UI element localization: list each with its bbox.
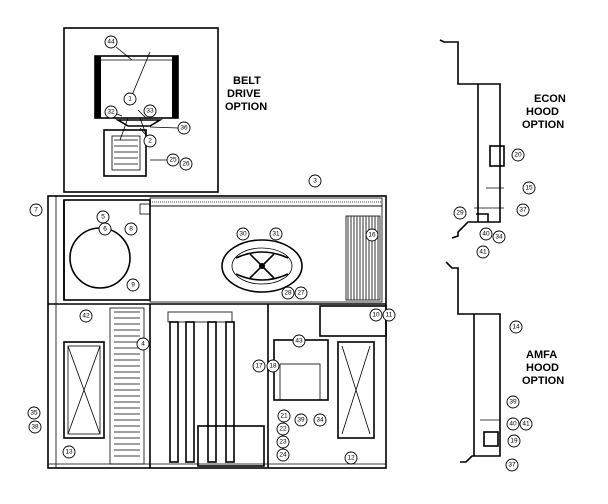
callout-m43: 43: [295, 338, 303, 345]
callout-a14: 14: [512, 324, 520, 331]
callout-m11: 11: [386, 312, 393, 319]
callout-b1: 1: [128, 96, 132, 103]
callout-b2: 2: [148, 138, 152, 145]
callout-m39: 39: [297, 417, 305, 424]
callout-m7: 7: [34, 207, 38, 214]
belt-caption-2: DRIVE: [227, 88, 261, 100]
callout-m16: 16: [368, 232, 376, 239]
callout-b25: 25: [169, 157, 177, 164]
callout-m21: 21: [280, 413, 288, 420]
callout-m30: 30: [239, 231, 247, 238]
amfa-caption-2: HOOD: [526, 362, 559, 374]
filter-panel: [63, 341, 105, 439]
callout-b33: 33: [146, 108, 154, 115]
callout-a19: 19: [510, 438, 518, 445]
callout-e40: 40: [482, 231, 490, 238]
callout-m23: 23: [279, 439, 287, 446]
callout-m8: 8: [129, 226, 133, 233]
callout-b32: 32: [107, 109, 115, 116]
main-unit: [47, 195, 387, 469]
econ-hood-panel: [439, 39, 505, 239]
callout-e20: 20: [514, 152, 522, 159]
callout-m9: 9: [131, 282, 135, 289]
econ-caption-1: ECON: [534, 93, 566, 105]
callout-m17: 17: [255, 363, 263, 370]
control-box: [319, 305, 387, 337]
callout-b26: 26: [182, 161, 190, 168]
callout-bubbles: 44 1 32 33 2 36 25 26 3 7 5 6 8 9 30 31 …: [27, 35, 536, 472]
callout-e34: 34: [495, 234, 503, 241]
econ-caption-3: OPTION: [522, 119, 564, 131]
callout-m28: 28: [284, 290, 292, 297]
belt-caption-1: BELT: [233, 75, 261, 87]
callout-a40: 40: [509, 421, 517, 428]
belt-blower: [103, 129, 147, 177]
callout-a39: 39: [509, 399, 517, 406]
callout-e37: 37: [519, 207, 527, 214]
belt-drive-inset: [63, 27, 219, 193]
callout-e41: 41: [479, 249, 487, 256]
amfa-caption-1: AMFA: [526, 349, 557, 361]
callout-m24: 24: [279, 452, 287, 459]
amfa-caption-3: OPTION: [522, 375, 564, 387]
right-filter: [337, 341, 375, 439]
callout-m4: 4: [141, 341, 145, 348]
callout-a41: 41: [522, 421, 530, 428]
callout-m31: 31: [272, 231, 280, 238]
callout-a37: 37: [508, 462, 516, 469]
callout-m35: 35: [30, 410, 38, 417]
callout-m3: 3: [313, 178, 317, 185]
callout-b44: 44: [107, 39, 115, 46]
heater-box: [197, 425, 265, 467]
callout-m12: 12: [347, 455, 355, 462]
econ-damper: [489, 145, 505, 167]
callout-m22: 22: [279, 426, 287, 433]
callout-m34: 34: [316, 417, 324, 424]
callout-e29: 29: [456, 210, 464, 217]
condenser-fan: [221, 239, 303, 293]
callout-e15: 15: [525, 185, 533, 192]
callout-m18: 18: [269, 363, 277, 370]
callout-m6: 6: [103, 226, 107, 233]
econ-caption-2: HOOD: [526, 106, 559, 118]
callout-m13: 13: [65, 449, 73, 456]
callout-m42: 42: [82, 313, 90, 320]
evaporator-coil: [109, 307, 145, 465]
belt-caption-3: OPTION: [225, 101, 267, 113]
callout-m38: 38: [31, 424, 39, 431]
callout-m10: 10: [372, 312, 380, 319]
amfa-hood-panel: [445, 261, 501, 463]
callout-m27: 27: [297, 290, 305, 297]
callout-b36: 36: [180, 125, 188, 132]
callout-m5: 5: [101, 214, 105, 221]
amfa-damper: [483, 431, 499, 447]
